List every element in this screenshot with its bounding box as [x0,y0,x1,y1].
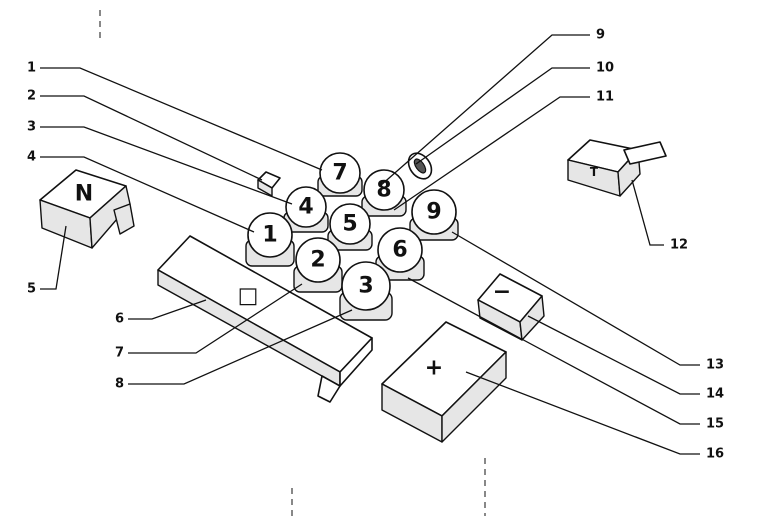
callout-13: 13 [706,358,724,373]
digit-key-8-label: 8 [376,178,391,203]
digit-key-3: 3 [339,261,393,321]
leader-line-6 [128,299,207,320]
leader-line-13 [451,231,700,366]
leader-line-2 [40,95,263,181]
leader-line-5 [40,225,67,290]
digit-key-4-label: 4 [298,195,313,220]
digit-key-9: 9 [409,189,459,241]
digit-key-1: 1 [245,212,295,267]
digit-key-6: 6 [375,227,425,281]
callout-1: 1 [27,61,36,76]
leader-line-7 [128,283,303,354]
digit-key-2-label: 2 [310,248,325,273]
digit-key-6-label: 6 [392,238,407,263]
leader-line-9 [379,34,590,187]
digit-key-8: 8 [361,169,407,217]
callout-8: 8 [115,377,124,392]
leader-line-8 [128,309,353,385]
callout-3: 3 [27,120,36,135]
leader-line-14 [527,315,700,395]
leader-line-4 [40,156,255,233]
leader-line-12 [631,179,664,246]
small-cap-2 [257,171,281,197]
digit-key-5: 5 [327,203,373,251]
callout-7: 7 [115,346,124,361]
callout-16: 16 [706,447,724,462]
leader-line-15 [407,277,700,425]
small-key-assembly: T [567,139,667,197]
callout-11: 11 [596,90,614,105]
digit-key-7: 7 [317,152,363,197]
leader-line-11 [393,96,590,211]
leader-line-16 [465,371,700,455]
digit-key-1-label: 1 [262,223,277,248]
zero-key-symbol: □ [238,284,259,309]
digit-key-7-label: 7 [332,161,347,186]
zero-bar-key: □ [157,235,373,403]
callout-4: 4 [27,150,36,165]
digit-key-2: 2 [293,237,343,293]
minus-key-symbol: − [493,280,511,305]
callout-6: 6 [115,312,124,327]
callout-5: 5 [27,282,36,297]
n-key-symbol: N [75,182,93,207]
callout-14: 14 [706,387,724,402]
callout-12: 12 [670,238,688,253]
digit-key-3-label: 3 [358,274,373,299]
digit-key-5-label: 5 [342,212,357,237]
callout-10: 10 [596,61,614,76]
small-key-symbol: T [590,165,599,179]
callout-9: 9 [596,28,605,43]
n-key: N [39,169,135,249]
callout-15: 15 [706,417,724,432]
digit-key-9-label: 9 [426,200,441,225]
leader-line-10 [415,67,590,165]
callout-2: 2 [27,89,36,104]
small-cap-10 [407,152,433,180]
plus-key-symbol: + [425,356,443,381]
minus-key: − [477,273,545,341]
leader-line-1 [40,67,323,171]
plus-key: + [381,321,507,443]
leader-line-3 [40,126,293,205]
